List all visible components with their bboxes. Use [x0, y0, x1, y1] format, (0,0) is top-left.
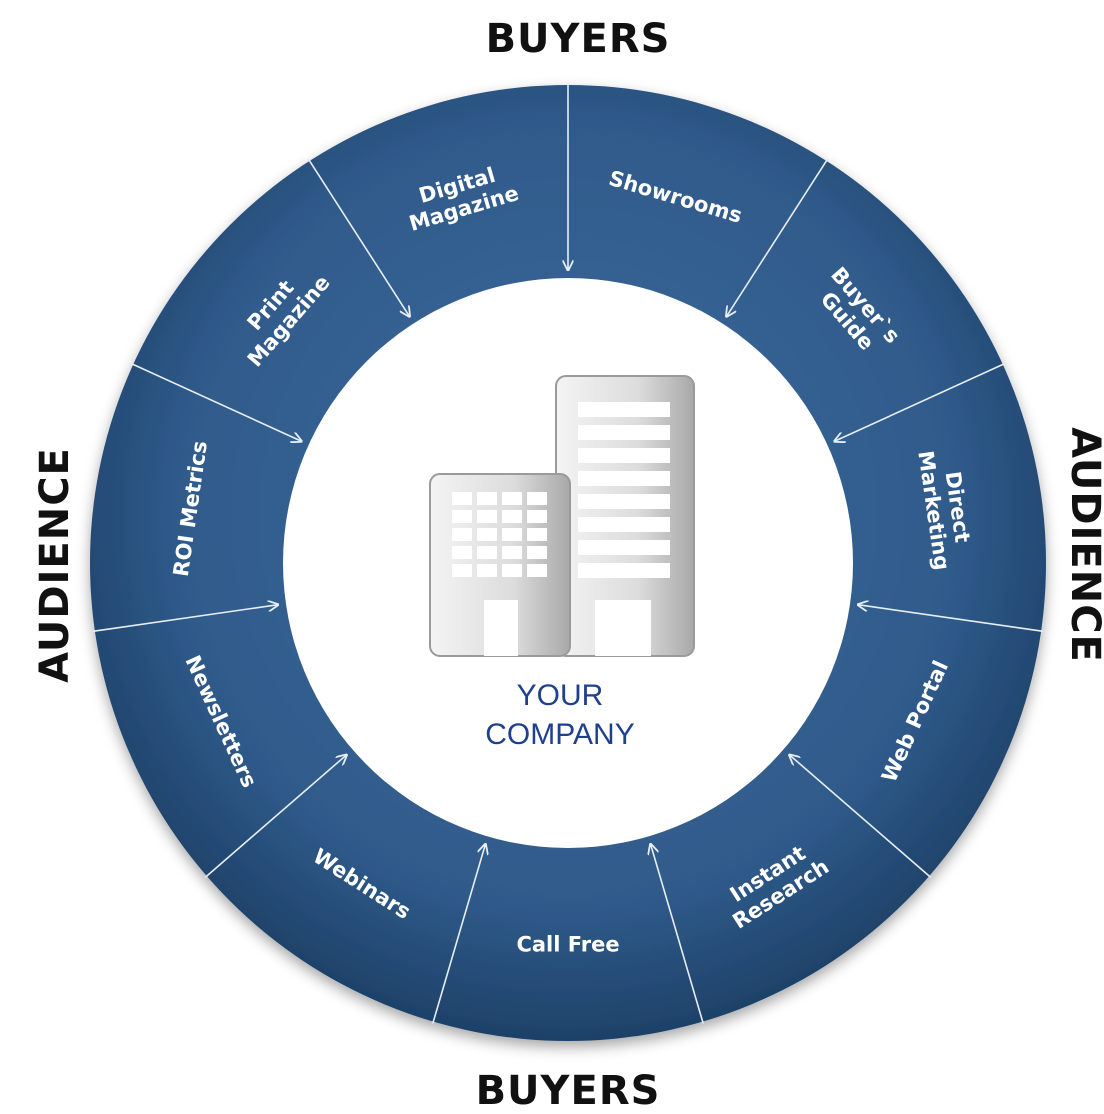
segment-dividers	[92, 83, 1044, 1024]
divider-arrow	[651, 844, 704, 1024]
divider-arrow	[204, 755, 346, 878]
divider-arrow	[92, 605, 278, 633]
segment-label-line: Call Free	[516, 933, 619, 957]
center-label-line2: COMPANY	[485, 718, 634, 751]
divider-arrow	[835, 362, 1005, 442]
segment-label: Call Free	[516, 933, 619, 957]
office-buildings-icon	[429, 375, 695, 657]
divider-arrow	[789, 755, 932, 878]
divider-arrow	[432, 844, 486, 1024]
bottom-label: BUYERS	[476, 1068, 661, 1114]
divider-arrow	[131, 362, 301, 442]
left-label: AUDIENCE	[32, 447, 78, 683]
center-label-line1: YOUR	[517, 679, 604, 712]
divider-arrow	[858, 605, 1044, 633]
divider-arrow	[726, 158, 829, 316]
right-label: AUDIENCE	[1062, 427, 1104, 663]
divider-arrow	[307, 158, 409, 316]
top-label: BUYERS	[486, 16, 671, 62]
